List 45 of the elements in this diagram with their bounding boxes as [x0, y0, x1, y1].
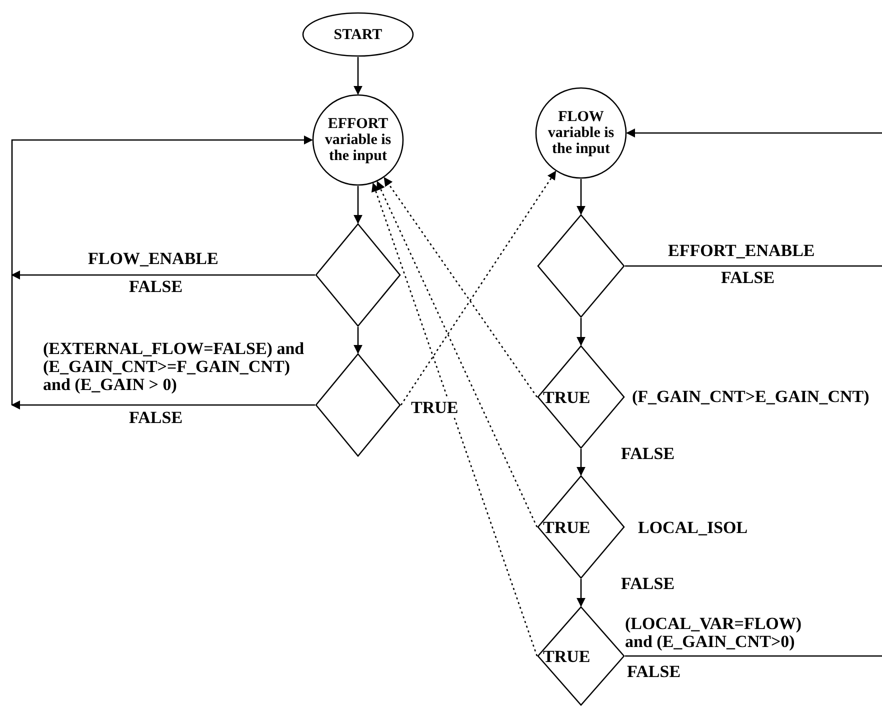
decision-diamond: [537, 214, 625, 318]
connector-line: [625, 655, 882, 657]
arrow: [384, 177, 538, 398]
condition-text: LOCAL_ISOL: [638, 519, 748, 537]
arrow: [576, 449, 586, 476]
decision-diamond: [315, 223, 401, 327]
node-text: FLOW variable is the input: [546, 109, 616, 157]
edge-label: TRUE: [410, 399, 460, 416]
arrow: [371, 182, 538, 656]
edge-label: FALSE: [720, 269, 776, 286]
arrow: [576, 318, 586, 346]
decision-diamond: [537, 345, 625, 449]
edge-label: FALSE: [128, 409, 184, 426]
node-text: TRUE: [543, 518, 590, 536]
condition-text: (EXTERNAL_FLOW=FALSE) and (E_GAIN_CNT>=F_GAIN_CNT) and (E_GAIN > 0): [43, 340, 306, 394]
process-circle: [312, 94, 404, 186]
node-text: TRUE: [543, 388, 590, 406]
arrow: [626, 128, 882, 138]
edge-label: FALSE: [128, 278, 184, 295]
arrow: [376, 180, 538, 528]
arrow: [11, 136, 313, 405]
decision-diamond: [537, 475, 625, 579]
arrow: [11, 270, 315, 280]
condition-text: FLOW_ENABLE: [88, 250, 218, 268]
node-text: START: [334, 26, 382, 42]
edge-label: FALSE: [626, 663, 682, 680]
node-text: TRUE: [543, 648, 590, 664]
arrow: [354, 57, 362, 95]
process-circle: [535, 87, 627, 179]
edge-label: FALSE: [620, 445, 676, 462]
node-text: EFFORT variable is the input: [324, 116, 392, 164]
condition-text: EFFORT_ENABLE: [668, 242, 815, 260]
arrow: [400, 170, 556, 406]
condition-text: (F_GAIN_CNT>E_GAIN_CNT): [632, 388, 870, 406]
arrow: [576, 579, 586, 607]
arrow: [354, 327, 362, 354]
condition-text: (LOCAL_VAR=FLOW) and (E_GAIN_CNT>0): [625, 615, 803, 651]
start-ellipse: [302, 12, 414, 57]
arrow: [576, 179, 586, 215]
arrow: [354, 186, 362, 224]
decision-diamond: [537, 606, 625, 706]
edge-label: FALSE: [620, 575, 676, 592]
connector-line: [625, 265, 882, 267]
arrow: [11, 400, 315, 410]
decision-diamond: [315, 353, 401, 457]
